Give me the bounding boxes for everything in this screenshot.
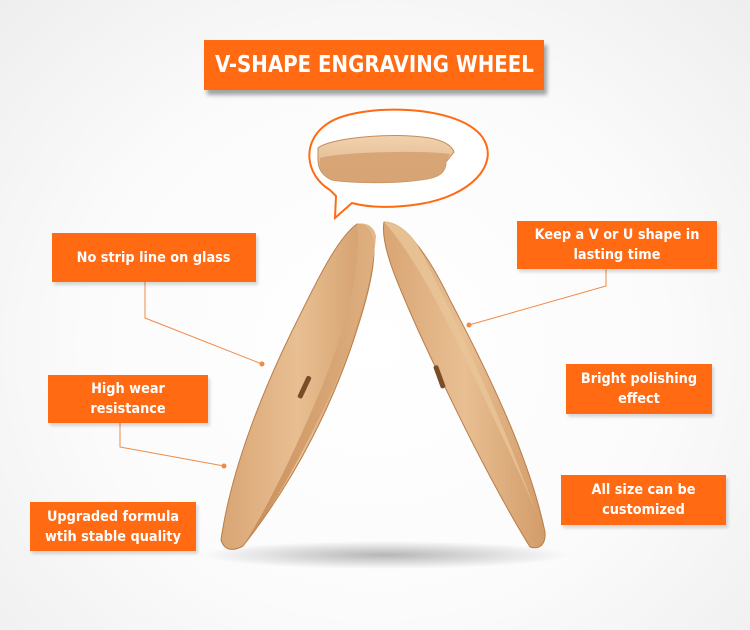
leader-no-strip <box>144 282 263 365</box>
edge-detail-callout <box>308 108 489 221</box>
feature-all-size-line2: be customized <box>602 482 696 518</box>
feature-high-wear-text: High wear resistance <box>90 381 166 417</box>
leader-high-wear-dot <box>221 463 227 469</box>
page-title: V-SHAPE ENGRAVING WHEEL <box>214 52 534 78</box>
feature-no-strip-line-text: No strip line on glass <box>77 249 231 266</box>
feature-keep-shape: Keep a V or U shape in lasting time <box>517 221 717 269</box>
feature-keep-shape-line2: in lasting time <box>573 227 700 263</box>
feature-keep-shape-line1: Keep a V or U shape <box>534 227 682 243</box>
left-wheel-arbor-slot <box>297 375 312 399</box>
leader-keep-shape-dot <box>466 322 472 328</box>
callout-lines <box>119 269 607 469</box>
left-wheel <box>220 223 376 550</box>
right-wheel-arbor-slot <box>433 365 446 389</box>
leader-keep-shape <box>468 269 607 326</box>
right-wheel <box>382 221 546 549</box>
feature-all-size: All size can be customized <box>561 475 726 525</box>
feature-upgraded-formula-line2: wtih stable quality <box>45 528 181 545</box>
leader-high-wear <box>119 423 225 467</box>
feature-upgraded-formula: Upgraded formula wtih stable quality <box>30 502 196 551</box>
title-banner: V-SHAPE ENGRAVING WHEEL <box>204 40 544 90</box>
feature-upgraded-formula-line1: Upgraded formula <box>46 508 180 525</box>
feature-bright-polishing: Bright polishing effect <box>566 364 712 414</box>
floor-shadow <box>200 541 570 569</box>
feature-no-strip-line: No strip line on glass <box>52 233 256 282</box>
feature-bright-polishing-line1: Bright polishing <box>580 371 698 387</box>
feature-bright-polishing-line2: effect <box>618 391 660 407</box>
feature-all-size-line1: All size can <box>591 482 674 498</box>
feature-high-wear: High wear resistance <box>48 375 208 423</box>
leader-no-strip-dot <box>259 361 265 367</box>
